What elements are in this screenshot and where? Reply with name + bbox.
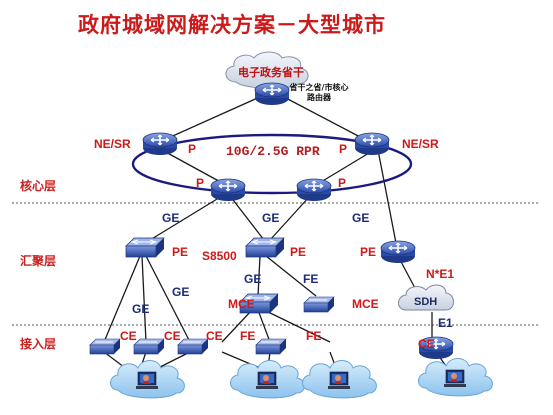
province-cloud-label: 电子政务省干 bbox=[238, 66, 304, 79]
ne-sr-left-router-icon bbox=[142, 132, 178, 156]
fe-a-label: FE bbox=[240, 329, 256, 343]
p-top-right-label: P bbox=[339, 142, 348, 156]
ge-mid-label: GE bbox=[244, 272, 262, 286]
e1-label: E1 bbox=[438, 316, 453, 330]
access-layer-label: 接入层 bbox=[20, 337, 57, 351]
ge-label-2: GE bbox=[262, 211, 280, 225]
rpr-ring-label: 10G/2.5G RPR bbox=[226, 144, 320, 159]
core-router-icon bbox=[254, 82, 290, 106]
ne-sr-left-label: NE/SR bbox=[94, 137, 131, 151]
pe-3-router-icon bbox=[380, 240, 416, 264]
ce-4-label: CE bbox=[418, 337, 435, 351]
mce-2-switch-icon bbox=[303, 296, 335, 313]
fe-mid-label: FE bbox=[303, 272, 319, 286]
core-layer-label: 核心层 bbox=[20, 179, 57, 193]
user-cloud-2-icon bbox=[230, 360, 305, 399]
pe-1-switch-icon bbox=[125, 237, 165, 258]
page-title: 政府城域网解决方案－大型城市 bbox=[78, 13, 386, 37]
aggregation-layer-label: 汇聚层 bbox=[20, 254, 57, 268]
sdh-cloud bbox=[398, 284, 454, 311]
ce-1-switch-icon bbox=[89, 338, 121, 355]
pe-3-label: PE bbox=[360, 245, 377, 259]
ge-label-1: GE bbox=[162, 211, 180, 225]
p-mid-right-label: P bbox=[338, 176, 347, 190]
network-links bbox=[103, 95, 447, 373]
ne-sr-right-label: NE/SR bbox=[402, 137, 439, 151]
ne1-label: N*E1 bbox=[426, 267, 455, 281]
ge-access-1-label: GE bbox=[132, 302, 150, 316]
fe-b-label: FE bbox=[306, 329, 322, 343]
ge-label-3: GE bbox=[352, 211, 370, 225]
pe-1-label: PE bbox=[172, 245, 189, 259]
p-mid-left-label: P bbox=[196, 176, 205, 190]
sdh-label: SDH bbox=[414, 296, 438, 308]
mce-1-label: MCE bbox=[228, 297, 255, 311]
ce-2-label: CE bbox=[164, 329, 181, 343]
ce-3-label: CE bbox=[206, 329, 223, 343]
fe-a-switch-icon bbox=[255, 338, 287, 355]
core-router-label: 省干之省/市核心路由器 bbox=[289, 83, 349, 102]
pe-2-switch-icon bbox=[245, 237, 285, 258]
ce-2-switch-icon bbox=[133, 338, 165, 355]
rpr-ring bbox=[131, 133, 413, 195]
pe-2-label: PE bbox=[290, 245, 307, 259]
province-cloud bbox=[225, 51, 309, 89]
user-cloud-4-icon bbox=[418, 358, 493, 397]
p-left-router-icon bbox=[210, 178, 246, 202]
mce-2-label: MCE bbox=[352, 297, 379, 311]
p-right-router-icon bbox=[296, 178, 332, 202]
ce-1-label: CE bbox=[120, 329, 137, 343]
ge-access-2-label: GE bbox=[172, 285, 190, 299]
s8500-label: S8500 bbox=[202, 249, 237, 263]
user-cloud-3-icon bbox=[302, 360, 377, 399]
ne-sr-right-router-icon bbox=[354, 132, 390, 156]
ce-3-switch-icon bbox=[177, 338, 209, 355]
user-cloud-1-icon bbox=[110, 360, 185, 399]
p-top-left-label: P bbox=[188, 142, 197, 156]
